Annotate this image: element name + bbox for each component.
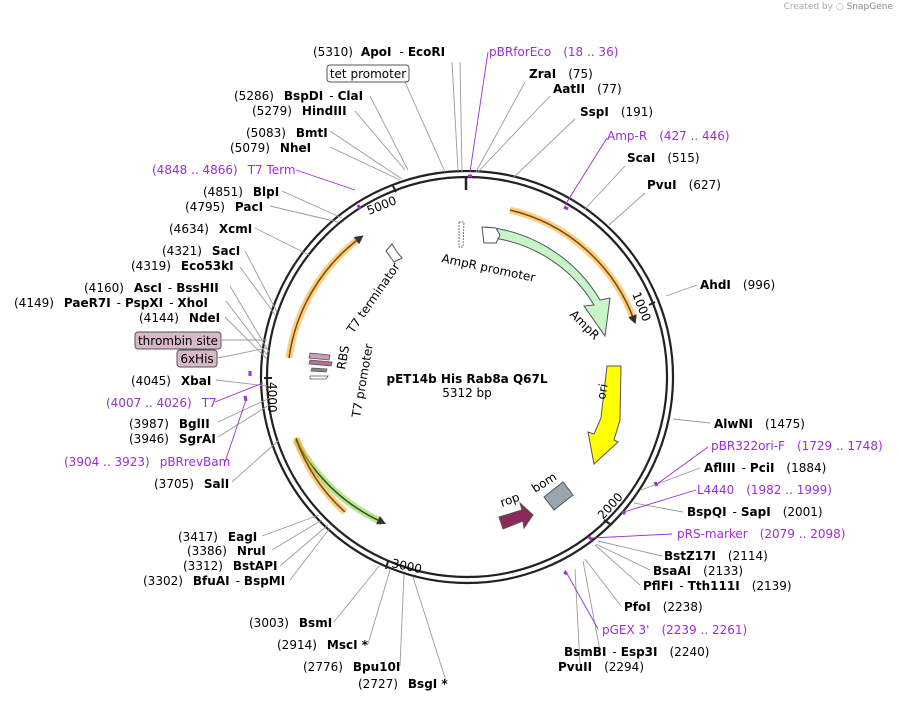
site-label-bpu10i: (2776)Bpu10I — [303, 660, 400, 674]
site-leader-lines — [215, 61, 711, 682]
site-labels: (5310)ApoI-EcoRI ZraI(75) AatII(77) SspI… — [14, 45, 826, 691]
site-label-bsmbi-esp3i: BsmBI-Esp3I(2240) — [564, 645, 709, 659]
site-label-nrui: (3386)NruI — [187, 544, 266, 558]
site-label-alwni: AlwNI(1475) — [714, 417, 805, 431]
tick-label-3000: 3000 — [390, 556, 423, 576]
primer-label-amp-r: Amp-R(427 .. 446) — [607, 129, 730, 143]
site-label-saci: (4321)SacI — [162, 244, 240, 258]
site-label-pvuii: PvuII(2294) — [558, 660, 644, 674]
primer-label-pbrforeco: pBRforEco(18 .. 36) — [489, 45, 618, 59]
site-label-sgrai: (3946)SgrAI — [129, 432, 216, 446]
boxed-labels: tet promoter thrombin site 6xHis — [134, 64, 410, 368]
plasmid-size: 5312 bp — [442, 386, 492, 400]
feature-box-6xhis: 6xHis — [180, 352, 213, 366]
site-label-pvui: PvuI(627) — [647, 178, 721, 192]
site-label-scai: ScaI(515) — [627, 151, 700, 165]
site-label-blpi: (4851)BlpI — [203, 185, 279, 199]
primer-labels: pBRforEco(18 .. 36) Amp-R(427 .. 446) pB… — [64, 45, 883, 637]
site-label-hindiii: (5279)HindIII — [252, 104, 347, 118]
tick-label-5000: 5000 — [365, 193, 399, 217]
primer-label-t7: (4007 .. 4026)T7 — [106, 396, 217, 410]
tet-promoter-mark — [458, 221, 465, 248]
site-label-bglii: (3987)BglII — [129, 417, 210, 431]
site-label-bmti: (5083)BmtI — [246, 126, 328, 140]
primer-label-pgex3: pGEX 3'(2239 .. 2261) — [602, 623, 747, 637]
t7-terminator-arrow — [385, 243, 403, 263]
site-label-xcmi: (4634)XcmI — [169, 222, 252, 236]
ampr-arrow — [483, 226, 611, 338]
site-label-pfoi: PfoI(2238) — [624, 600, 703, 614]
site-label-bspdi-clai: (5286)BspDI-ClaI — [234, 89, 363, 103]
tick-label-4000: 4000 — [265, 382, 279, 413]
site-label-paer7i-pspxi-xhoi: (4149)PaeR7I-PspXI-XhoI — [14, 296, 208, 310]
site-label-bstapi: (3312)BstAPI — [183, 559, 277, 573]
primer-label-pbrrevbam: (3904 .. 3923)pBRrevBam — [64, 455, 230, 469]
credit-prefix: Created by — [783, 2, 833, 12]
site-label-pflfi-tth111i: PflFI-Tth111I(2139) — [643, 579, 792, 593]
site-label-sali: (3705)SalI — [154, 477, 229, 491]
rbs-box — [308, 352, 331, 361]
primer-label-l4440: L4440(1982 .. 1999) — [697, 483, 832, 497]
site-label-eagi: (3417)EagI — [178, 530, 257, 544]
site-label-eco53ki: (4319)Eco53kI — [131, 259, 234, 273]
snapgene-logo-icon: ○ — [835, 2, 844, 12]
site-label-afliii-pcii: AflIII-PciI(1884) — [704, 461, 826, 475]
ampr-promoter-arrow — [481, 226, 501, 244]
site-label-bsmi: (3003)BsmI — [249, 616, 332, 630]
site-label-paci: (4795)PacI — [185, 200, 263, 214]
feature-box-thrombin: thrombin site — [138, 334, 218, 348]
bom-box — [543, 481, 574, 511]
site-label-bspqi-sapi: BspQI-SapI(2001) — [687, 505, 823, 519]
feature-label-t7-promoter: T7 promoter — [349, 343, 376, 420]
site-label-ahdi: AhdI(996) — [700, 278, 775, 292]
site-label-apoi-ecori: (5310)ApoI-EcoRI — [313, 45, 445, 59]
primer-leader-lines — [214, 51, 709, 630]
feature-box-tet-promoter: tet promoter — [330, 67, 406, 81]
rop-arrow — [498, 501, 534, 530]
site-label-sspi: SspI(191) — [580, 105, 653, 119]
site-label-nhei: (5079)NheI — [230, 141, 311, 155]
feature-label-rbs: RBS — [334, 344, 352, 370]
snapgene-credit: Created by ○ SnapGene — [783, 2, 893, 12]
primer-label-t7-term: (4848 .. 4866)T7 Term — [152, 163, 296, 177]
credit-brand: SnapGene — [846, 2, 893, 12]
site-label-zrai: ZraI(75) — [529, 67, 593, 81]
primer-label-pbr322ori-f: pBR322ori-F(1729 .. 1748) — [711, 439, 883, 453]
features — [285, 206, 638, 530]
site-label-xbai: (4045)XbaI — [131, 374, 211, 388]
feature-label-rop: rop — [498, 490, 521, 510]
site-label-bstz17i: BstZ17I(2114) — [664, 549, 768, 563]
site-label-bfuai-bspmi: (3302)BfuAI-BspMI — [143, 574, 285, 588]
site-label-asci-bsshii: (4160)AscI-BssHII — [84, 281, 219, 295]
plasmid-name: pET14b His Rab8a Q67L — [386, 372, 547, 386]
ori-arrow — [587, 365, 622, 465]
site-label-aatii: AatII(77) — [553, 82, 622, 96]
site-label-msci: (2914)MscI * — [277, 638, 369, 652]
feature-label-t7-terminator: T7 terminator — [343, 260, 402, 337]
t7-promoter-arrow — [309, 375, 329, 380]
feature-label-amp-promoter: AmpR promoter — [440, 251, 536, 285]
site-label-bsaai: BsaAI(2133) — [653, 564, 743, 578]
feature-label-ori: ori — [594, 383, 610, 401]
site-label-ndei: (4144)NdeI — [139, 311, 220, 325]
primer-label-prs-marker: pRS-marker(2079 .. 2098) — [677, 527, 845, 541]
site-label-bsgi: (2727)BsgI * — [358, 677, 448, 691]
